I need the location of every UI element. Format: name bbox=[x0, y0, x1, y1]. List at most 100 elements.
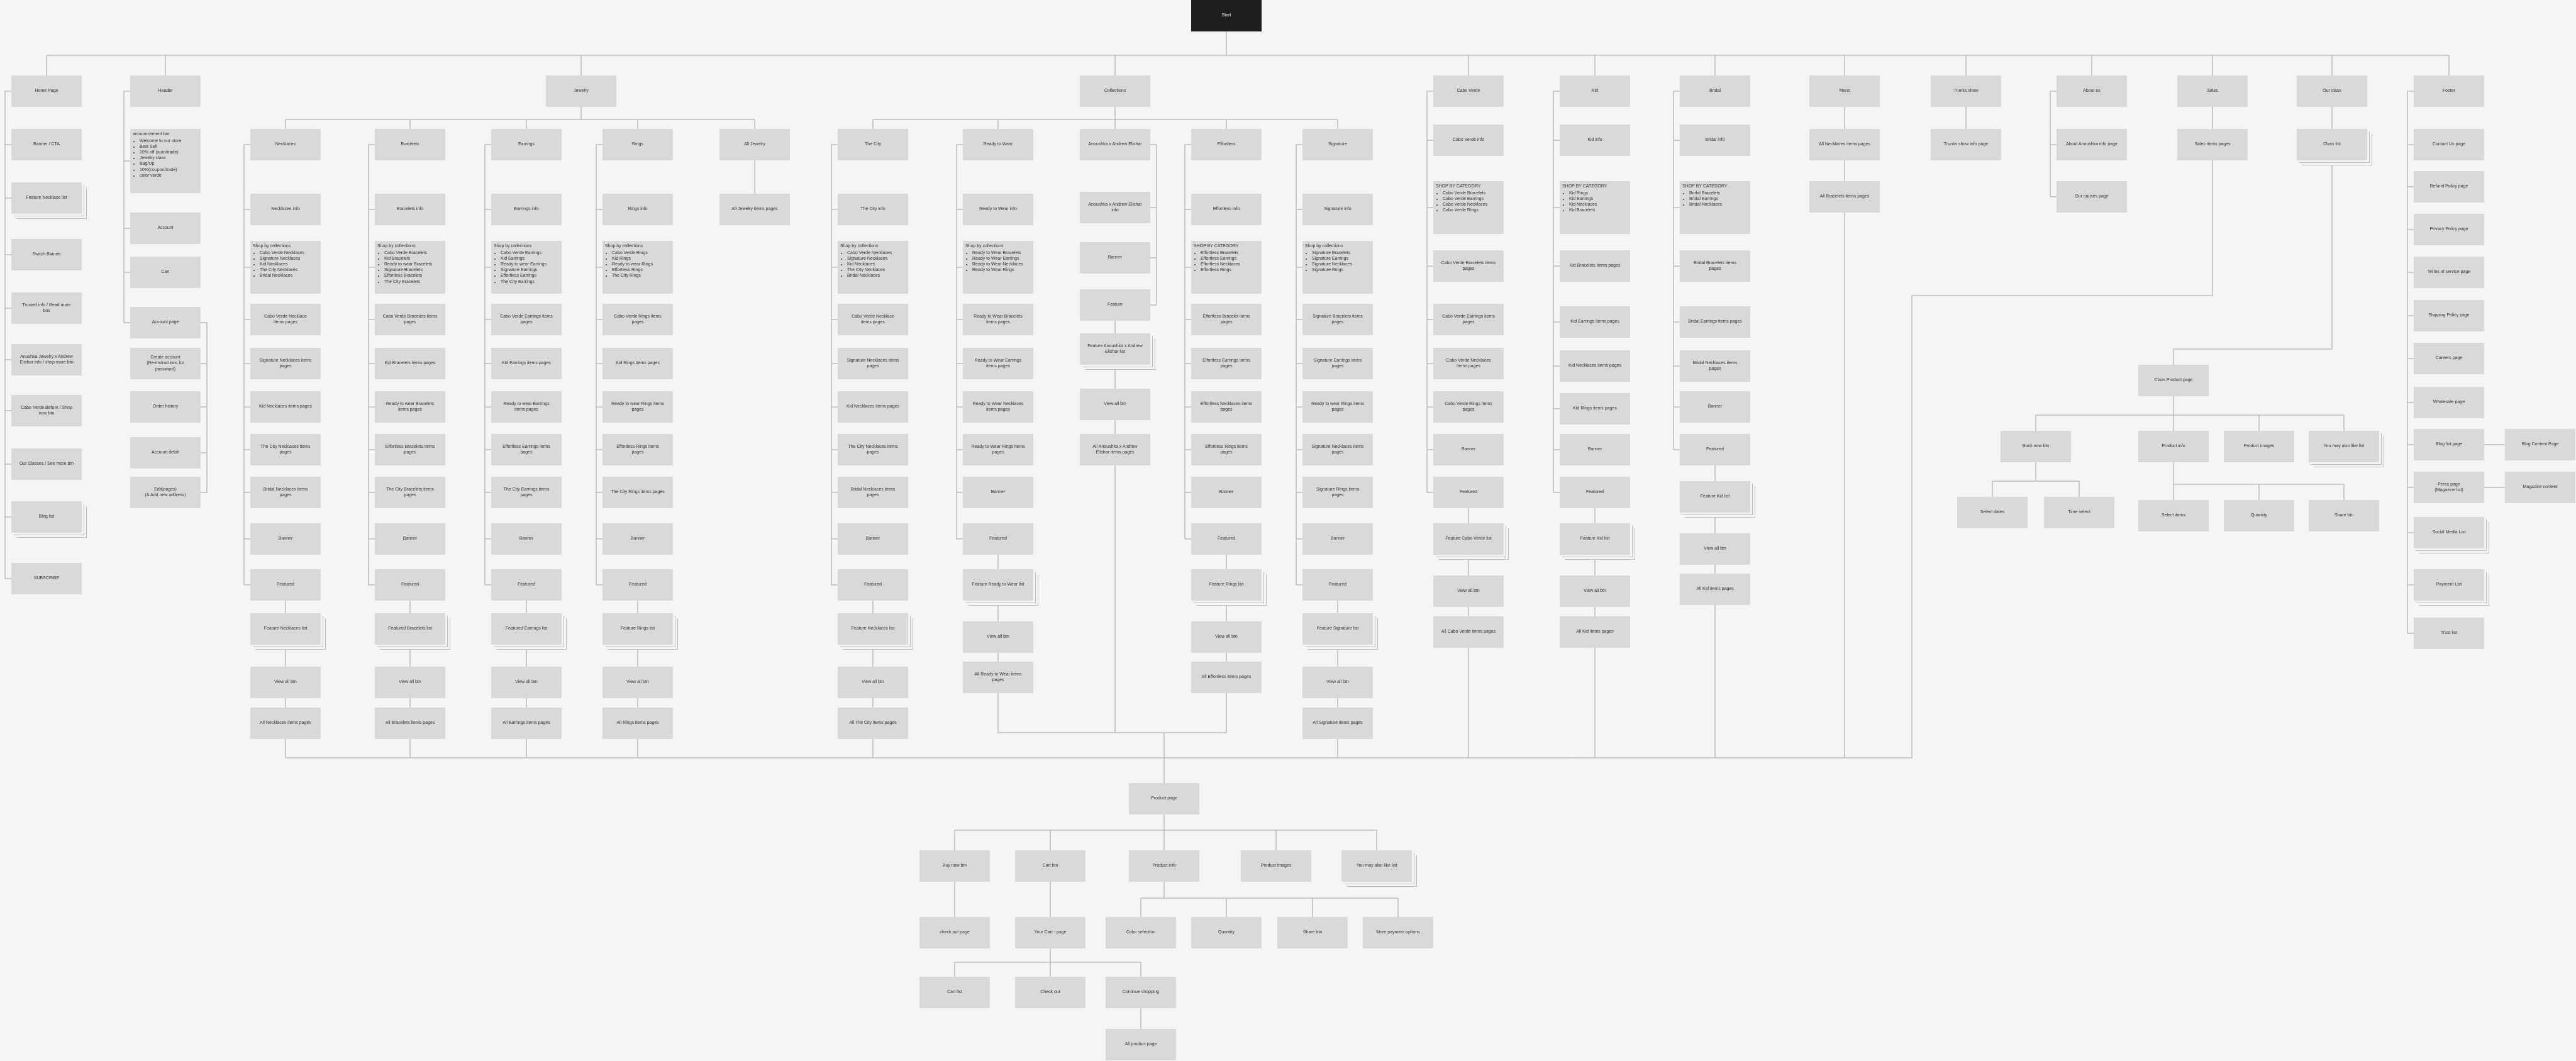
continue-shopping-node: Continue shopping bbox=[1106, 977, 1176, 1008]
the-city-node: The City bbox=[838, 129, 908, 160]
bridal-info-node: Bridal info bbox=[1680, 125, 1750, 156]
node-label: Banner bbox=[1587, 447, 1602, 452]
node-label: Create account (Re-instructions for pass… bbox=[147, 355, 184, 372]
quantity-node: Quantity bbox=[1191, 917, 1262, 948]
node-list-item: Effortless Bracelets bbox=[384, 273, 432, 279]
node-list-item: Cabo Verde Necklaces bbox=[260, 250, 304, 256]
bridal-view-all-node: View all btn bbox=[1680, 533, 1750, 565]
node-label: All Effortless items pages bbox=[1201, 675, 1252, 680]
node-label: Bridal Necklaces items pages bbox=[263, 487, 308, 497]
kid-rings-items-node: Kid Rings items pages bbox=[602, 348, 673, 379]
earrings-banner-node: Banner bbox=[491, 523, 562, 555]
rings-info-node: Rings info bbox=[602, 194, 673, 225]
city-kid-items-node: Kid Necklaces items pages bbox=[838, 391, 908, 423]
node-title: SHOP BY CATEGORY bbox=[1682, 184, 1728, 189]
node-label: Privacy Policy page bbox=[2429, 227, 2468, 232]
node-list-item: Cabo Verde Bracelets bbox=[1443, 191, 1487, 196]
switch-banner-node: Switch Banner bbox=[11, 239, 82, 270]
eff-rings-pages-node: Effortless Rings items pages bbox=[1191, 434, 1262, 465]
node-label: Feature Rings list bbox=[1209, 582, 1244, 587]
feature-cabo-list-node: Feature Cabo Verde list bbox=[1433, 523, 1504, 555]
bridal-node: Bridal bbox=[1680, 75, 1750, 107]
node-label: Earrings info bbox=[514, 207, 539, 212]
node-label: Banner bbox=[1108, 255, 1123, 260]
node-list-item: Cabo Verde Necklaces bbox=[847, 250, 892, 256]
signature-featured-node: Featured bbox=[1302, 569, 1373, 601]
node-label: Featured bbox=[863, 582, 882, 587]
blog-content-page-node: Blog Content Page bbox=[2505, 429, 2575, 460]
node-label: All Jewelry bbox=[744, 142, 765, 147]
node-label: Signature info bbox=[1324, 207, 1352, 212]
kid-node: Kid bbox=[1560, 75, 1630, 107]
node-label: View all btn bbox=[515, 680, 538, 685]
blog-list-node: Blog list bbox=[11, 501, 82, 533]
earrings-featured-node: Featured bbox=[491, 569, 562, 601]
connector bbox=[1184, 144, 1191, 539]
connector bbox=[2050, 91, 2057, 197]
node-label: All Necklaces items pages bbox=[1819, 142, 1870, 147]
node-label: The City Earrings items pages bbox=[503, 487, 550, 497]
sales-items-node: Sales items pages bbox=[2177, 129, 2248, 160]
sig-rings-pages-node: Signature Rings items pages bbox=[1302, 477, 1373, 508]
social-media-list-node: Social Media List bbox=[2414, 517, 2484, 548]
terms-service-node: Terms of service page bbox=[2414, 257, 2484, 288]
press-page-node: Press page (Magazine list) bbox=[2414, 472, 2484, 503]
node-label: Collections bbox=[1104, 89, 1126, 94]
node-label: Start bbox=[1221, 13, 1231, 18]
bridal-banner-node: Banner bbox=[1680, 391, 1750, 423]
earrings-shop-node: Shop by collectionsCabo Verde EarringsKi… bbox=[491, 241, 562, 294]
node-list-item: Kid Bracelets bbox=[384, 256, 432, 262]
eff-necklaces-pages-node: Effortless Necklaces items pages bbox=[1191, 391, 1262, 423]
buy-now-node: Buy now btn bbox=[919, 850, 990, 882]
node-list-item: Signature Rings bbox=[1312, 267, 1352, 273]
rtw-featured-node: Featured bbox=[963, 523, 1033, 555]
node-label: Jewelry bbox=[574, 89, 589, 94]
anoushka-collab-node: Anoushka x Andrew Elishar bbox=[1080, 129, 1150, 160]
refund-policy-node: Refund Policy page bbox=[2414, 171, 2484, 203]
start-node: Start bbox=[1191, 0, 1262, 31]
node-label: All The City items pages bbox=[849, 721, 897, 726]
node-label: Cabo Verde Necklace items pages bbox=[852, 314, 894, 325]
cart-node: Cart bbox=[130, 257, 201, 288]
bracelets-featured-node: Featured bbox=[375, 569, 445, 601]
node-list-item: Signature Necklaces bbox=[260, 256, 304, 262]
class-product-info-node: Product info bbox=[2138, 431, 2209, 462]
effortless-info-node: Effortless info bbox=[1191, 194, 1262, 225]
node-label: Effortless Necklaces items pages bbox=[1201, 401, 1252, 412]
subscribe-node: SUBSCRIBE bbox=[11, 563, 82, 594]
connector bbox=[596, 144, 602, 585]
node-label: Effortless Bracelets items pages bbox=[385, 444, 435, 455]
node-label: You may also like list bbox=[1356, 864, 1397, 869]
node-label: Book now btn bbox=[2022, 444, 2050, 449]
node-label: check out page bbox=[940, 930, 970, 935]
rings-node: Rings bbox=[602, 129, 673, 160]
cv-necklaces-pages-node: Cabo Verde Necklaces items pages bbox=[1433, 348, 1504, 379]
cabo-bracelets-items-node: Cabo Verde Bracelets items pages bbox=[375, 304, 445, 335]
node-label: Feature Kid list bbox=[1700, 494, 1730, 499]
your-cart-node: Your Cart - page bbox=[1015, 917, 1085, 948]
node-label: All Jewelry items pages bbox=[731, 207, 778, 212]
node-list-item: Kid Necklaces bbox=[260, 262, 304, 267]
all-anoushka-items-node: All Anoushka x Andrew Elishar items page… bbox=[1080, 434, 1150, 465]
product-page-node: Product page bbox=[1129, 783, 1199, 814]
cabo-earrings-items-node: Cabo Verde Earrings items pages bbox=[491, 304, 562, 335]
node-list-item: Cabo Verde Necklaces bbox=[1443, 202, 1487, 208]
node-label: Sales items pages bbox=[2194, 142, 2231, 147]
feature-rings-list-node: Feature Rings list bbox=[602, 613, 673, 645]
node-list-item: Effortless Earrings bbox=[1201, 256, 1240, 262]
node-label: Banner bbox=[519, 536, 534, 542]
node-label: View all btn bbox=[862, 680, 884, 685]
connector bbox=[1468, 648, 1572, 758]
cabo-verde-featured-node: Featured bbox=[1433, 477, 1504, 508]
feature-necklace-list-node: Feature Necklace list bbox=[11, 182, 82, 214]
node-list-item: Ready to Wear Bracelets bbox=[972, 250, 1023, 256]
node-label: Feature Necklaces list bbox=[264, 626, 308, 631]
node-label: Social Media List bbox=[2432, 530, 2466, 535]
node-label: Necklaces bbox=[275, 142, 296, 147]
node-label: The City Bracelets items pages bbox=[386, 487, 434, 497]
node-label: Banner bbox=[1330, 536, 1345, 542]
rtw-earrings-pages-node: Ready to Wear Earrings items pages bbox=[963, 348, 1033, 379]
